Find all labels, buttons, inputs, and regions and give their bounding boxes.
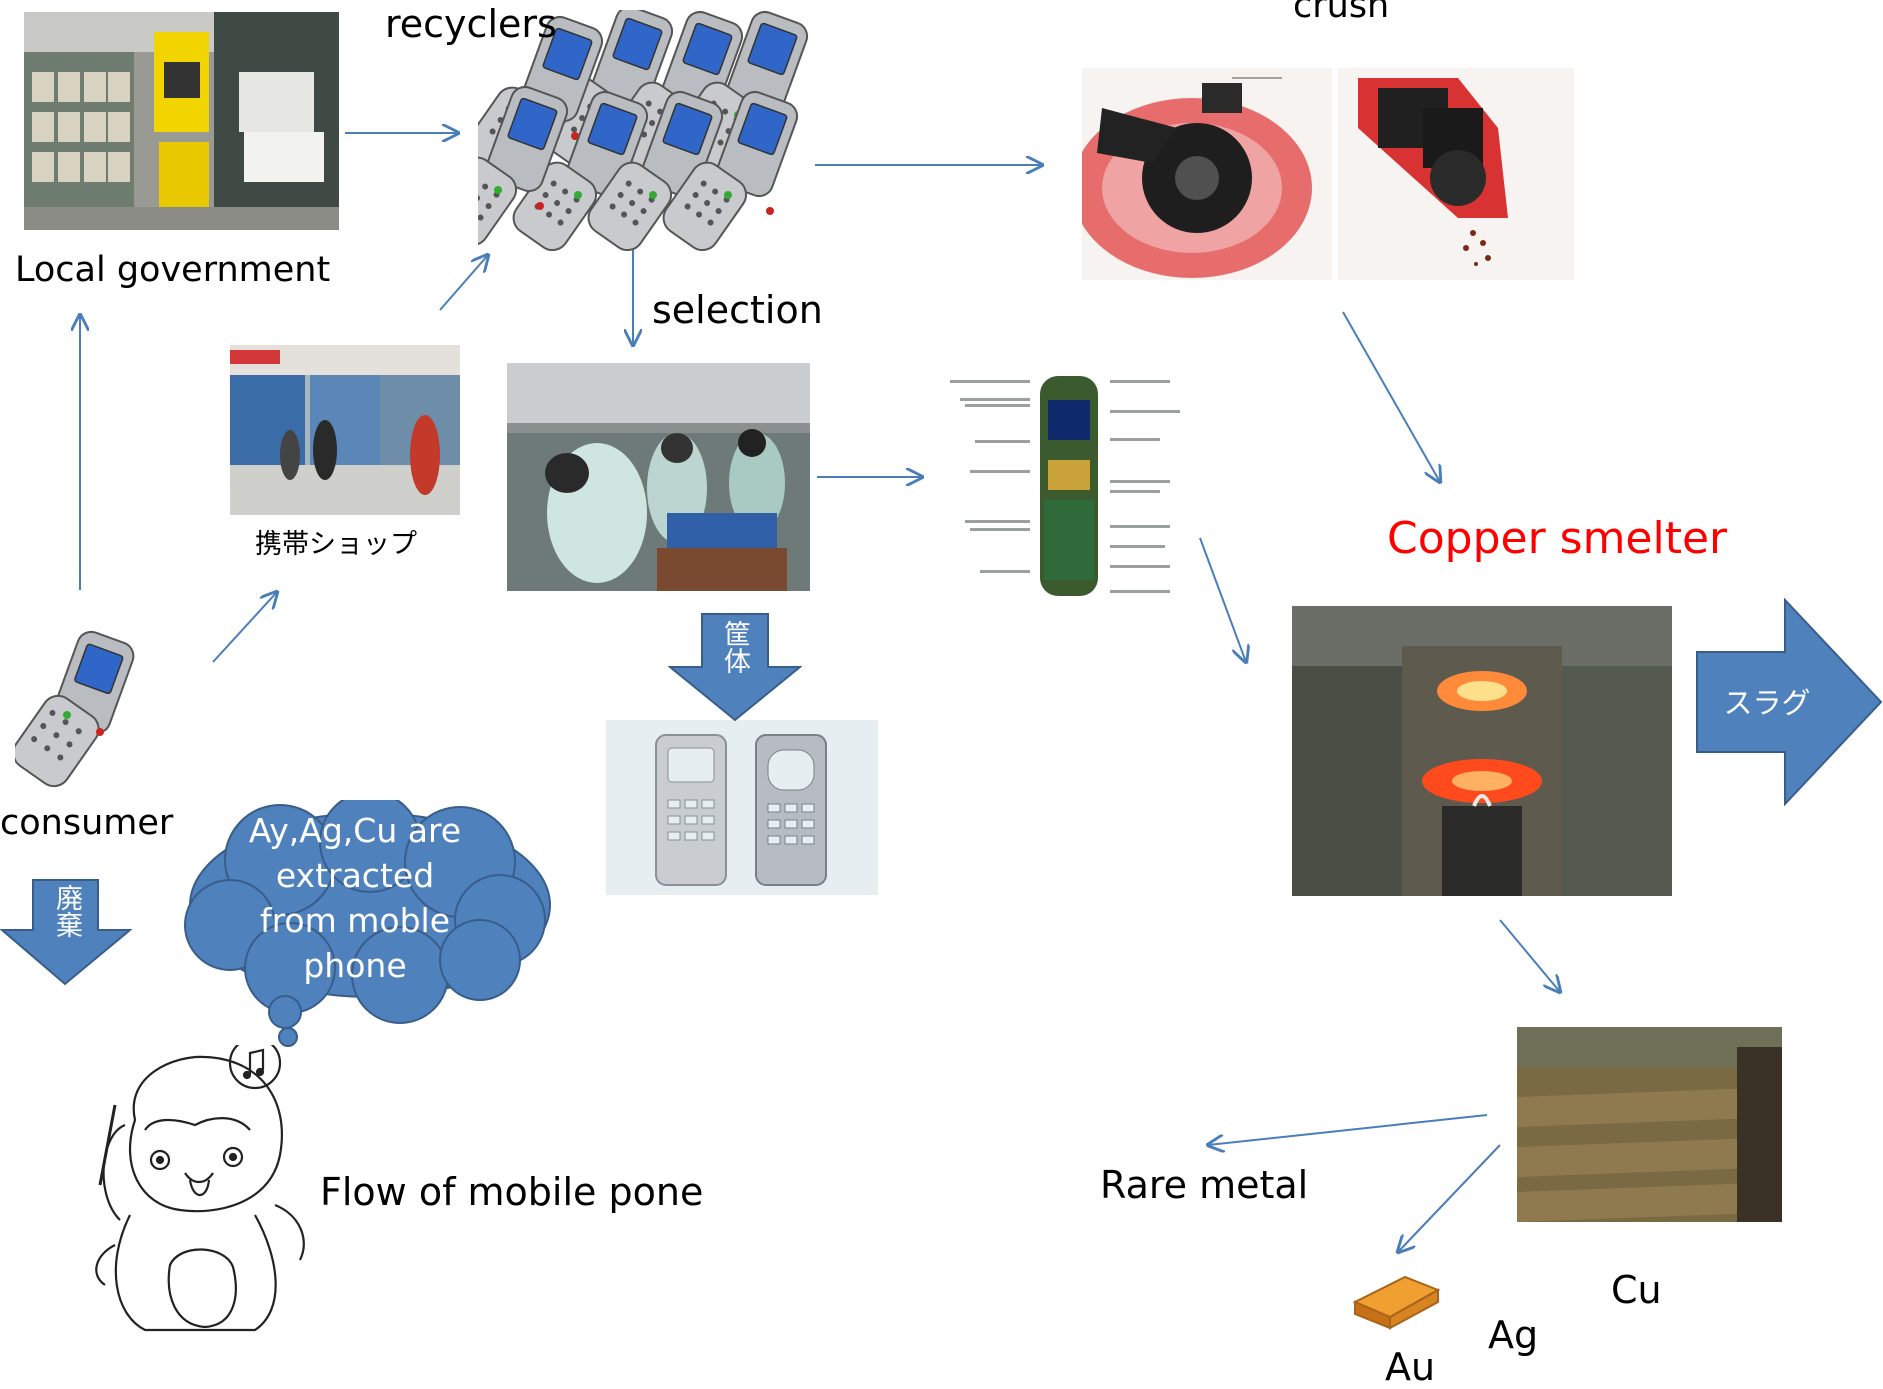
selection-work-photo — [507, 363, 810, 591]
ag-label: Ag — [1488, 1313, 1539, 1357]
arrow-crush-to-smelter — [1342, 311, 1440, 482]
flow-title-label: Flow of mobile pone — [320, 1170, 704, 1214]
arrow-smelter-to-refinery — [1499, 919, 1560, 992]
arrow-shop-to-recyclers — [439, 255, 488, 311]
local-government-label: Local government — [15, 250, 331, 290]
crush-label: crush — [1293, 0, 1390, 26]
cu-label: Cu — [1611, 1268, 1662, 1312]
block-arrow-haiki — [0, 879, 132, 986]
phone-casing-photo — [606, 720, 878, 895]
thought-bubble-cloud — [184, 800, 551, 1047]
block-arrow-slag — [1696, 598, 1883, 806]
block-arrow-kyotai-label: 筐体 — [719, 620, 750, 674]
refinery-photo — [1517, 1027, 1782, 1222]
selection-label: selection — [652, 288, 823, 332]
monkey-mascot-sketch — [85, 1036, 325, 1335]
copper-smelter-photo — [1292, 606, 1672, 896]
consumer-label: consumer — [0, 803, 174, 843]
au-label: Au — [1385, 1345, 1436, 1389]
consumer-phone-illustration — [12, 630, 145, 790]
mobile-shop-label: 携帯ショップ — [255, 529, 417, 560]
arrow-refinery-to-gold — [1398, 1144, 1501, 1252]
thought-bubble-line-2: extracted — [275, 856, 435, 895]
block-arrow-slag-label: スラグ — [1723, 686, 1811, 720]
gold-ingot-icon — [1352, 1275, 1441, 1330]
mobile-shop-photo — [230, 345, 460, 515]
arrow-consumer-to-shop — [212, 592, 277, 663]
recyclers-phones-illustration — [426, 2, 838, 260]
local-government-photo — [24, 12, 339, 230]
crusher-diagram-2 — [1338, 68, 1574, 280]
thought-bubble-line-1: Ay,Ag,Cu are — [248, 811, 462, 850]
copper-smelter-label: Copper smelter — [1387, 513, 1728, 564]
circuit-board-diagram — [940, 370, 1196, 602]
arrow-refinery-to-raremetal — [1208, 1114, 1488, 1145]
thought-bubble-line-3: from moble — [259, 901, 451, 940]
thought-bubble-line-4: phone — [303, 946, 407, 985]
rare-metal-label: Rare metal — [1100, 1163, 1309, 1207]
recyclers-label: recyclers — [385, 2, 557, 46]
block-arrow-kyotai — [668, 613, 802, 722]
arrow-board-to-smelter — [1199, 537, 1246, 662]
block-arrow-haiki-label: 廃棄 — [51, 884, 82, 938]
crusher-diagram-1 — [1082, 68, 1332, 280]
